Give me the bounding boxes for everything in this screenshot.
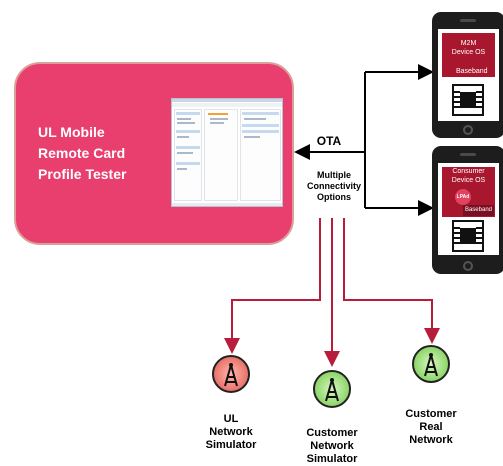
tester-title-line: Remote Card: [38, 145, 126, 161]
baseband-label: Baseband: [456, 68, 488, 75]
network-label-line: Real: [419, 421, 443, 433]
connectivity-label-line: Multiple: [317, 170, 351, 180]
real-network-antenna-icon: [412, 345, 450, 383]
network-label-line: Network: [409, 434, 453, 446]
network-label-line: Simulator: [306, 453, 358, 465]
consumer-smartphone-icon: Consumer Device OS LPAd Baseband: [432, 146, 503, 274]
network-label: Customer Network Simulator: [292, 427, 372, 466]
device-os-line: Consumer: [452, 168, 485, 175]
network-label: Customer Real Network: [391, 408, 471, 447]
tester-title-line: Profile Tester: [38, 166, 127, 182]
customer-network-antenna-icon: [313, 370, 351, 408]
sim-card-icon: [452, 84, 484, 116]
baseband-label: Baseband: [462, 205, 494, 216]
network-label-line: Customer: [306, 427, 358, 439]
phone-screen: Consumer Device OS LPAd Baseband: [438, 163, 499, 255]
monitor-screenshot-icon: [171, 98, 283, 207]
antenna-icon: [224, 363, 238, 387]
antenna-icon: [325, 378, 339, 402]
connectivity-label-line: Options: [317, 192, 351, 202]
phone-screen: M2M Device OS Baseband: [438, 29, 499, 121]
device-os-line: M2M: [460, 40, 477, 47]
remote-card-profile-tester-box: UL Mobile Remote Card Profile Tester: [14, 62, 294, 245]
ota-arrows: [294, 64, 434, 216]
ota-label: OTA: [316, 134, 342, 148]
lpad-badge: LPAd: [455, 189, 471, 205]
network-arrows: [224, 218, 440, 367]
network-label: UL Network Simulator: [191, 413, 271, 452]
m2m-smartphone-icon: M2M Device OS Baseband: [432, 12, 503, 138]
network-label-line: Network: [209, 426, 253, 438]
device-os-panel: Consumer Device OS LPAd Baseband: [442, 167, 495, 217]
network-label-line: Customer: [405, 408, 457, 420]
network-label-line: Network: [310, 440, 354, 452]
connectivity-label-line: Connectivity: [306, 181, 361, 191]
connectivity-options-label: Multiple Connectivity Options: [306, 170, 362, 203]
network-label-line: UL: [223, 413, 239, 425]
tester-title: UL Mobile Remote Card Profile Tester: [38, 122, 163, 185]
antenna-icon: [424, 353, 438, 377]
network-label-line: Simulator: [205, 439, 257, 451]
device-os-line: Device OS: [451, 49, 486, 56]
device-os-line: Device OS: [451, 177, 486, 184]
sim-card-icon: [452, 220, 484, 252]
ul-network-antenna-icon: [212, 355, 250, 393]
device-os-panel: M2M Device OS Baseband: [442, 33, 495, 77]
tester-title-line: UL Mobile: [38, 124, 105, 140]
lpad-badge-label: LPAd: [456, 194, 470, 200]
